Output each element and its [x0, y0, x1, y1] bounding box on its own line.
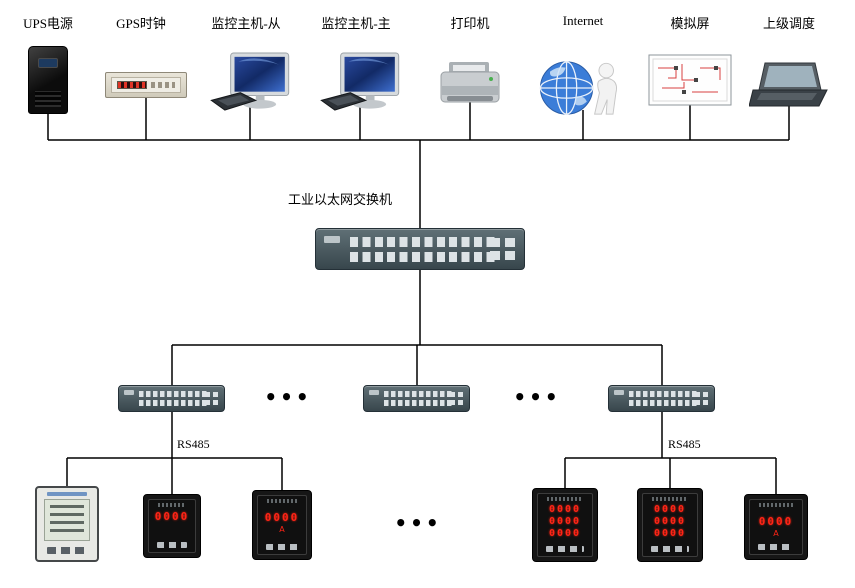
- meter-buttons: [47, 547, 87, 554]
- switch-uplink-ports: [205, 392, 219, 407]
- workstation-master-icon: [319, 52, 401, 112]
- device-label-mimic: 模拟屏: [670, 16, 710, 31]
- gps-front-panel: [111, 77, 181, 93]
- switch-uplink-ports: [695, 392, 709, 407]
- meter-unit: A: [279, 525, 285, 534]
- switch-ports: [629, 391, 697, 407]
- meter-display-value: 0000: [548, 528, 582, 539]
- laptop-icon: [749, 62, 829, 110]
- meter-buttons: [266, 544, 298, 550]
- rs485-label-right: RS485: [668, 437, 701, 451]
- meter-face: 0000 A: [257, 495, 307, 555]
- meter-brand-strip: [547, 497, 583, 501]
- main-ethernet-switch: [315, 228, 525, 270]
- workstation-slave-icon: [209, 52, 291, 112]
- device-label-host-slave: 监控主机-从: [211, 16, 281, 31]
- meter-face: 0000 A: [749, 499, 803, 555]
- meter-lcd-screen: [44, 499, 90, 541]
- internet-globe-icon: [537, 58, 629, 118]
- meter-brand-strip: [47, 492, 87, 496]
- power-meter-lcd: [35, 486, 99, 562]
- meter-display-value: 0000: [548, 504, 582, 515]
- more-switches-ellipsis-right: •••: [513, 385, 561, 409]
- meter-face: 0000 0000 0000: [642, 493, 698, 557]
- power-meter-led: 0000: [143, 494, 201, 558]
- meter-display-value: 0000: [653, 528, 687, 539]
- main-switch-label: 工业以太网交换机: [288, 192, 393, 207]
- power-meter-led: 0000 A: [744, 494, 808, 560]
- gps-led-display: [117, 81, 147, 89]
- printer-icon: [439, 60, 501, 110]
- device-label-dispatch: 上级调度: [762, 16, 816, 31]
- switch-logo: [124, 390, 134, 395]
- meter-buttons: [546, 546, 584, 552]
- meter-brand-strip: [158, 503, 186, 507]
- meter-face: 0000 0000 0000: [537, 493, 593, 557]
- device-label-host-master: 监控主机-主: [321, 16, 391, 31]
- meter-brand-strip: [652, 497, 688, 501]
- sub-switch-center: [363, 385, 470, 412]
- switch-uplink-ports: [450, 392, 464, 407]
- meter-buttons: [157, 542, 187, 548]
- meter-buttons: [758, 544, 794, 550]
- meter-display-value: 0000: [758, 515, 794, 528]
- switch-uplink-ports: [490, 238, 516, 262]
- device-label-ups: UPS电源: [23, 16, 73, 31]
- switch-ports: [384, 391, 452, 407]
- meter-unit: A: [773, 529, 779, 538]
- mimic-panel-icon: [648, 54, 732, 106]
- sub-switch-right: [608, 385, 715, 412]
- more-meters-ellipsis: •••: [394, 511, 442, 535]
- device-label-internet: Internet: [562, 13, 604, 28]
- meter-face: 0000: [148, 499, 196, 553]
- meter-display-value: 0000: [548, 516, 582, 527]
- switch-ports: [350, 237, 498, 263]
- gps-clock-icon: [105, 72, 187, 98]
- meter-brand-strip: [267, 499, 297, 503]
- power-meter-led: 0000 A: [252, 490, 312, 560]
- meter-brand-strip: [759, 503, 793, 507]
- ups-display: [38, 58, 58, 68]
- sub-switch-left: [118, 385, 225, 412]
- device-label-gps: GPS时钟: [116, 16, 166, 31]
- gps-buttons: [151, 82, 175, 88]
- meter-buttons: [651, 546, 689, 552]
- lcd-segments: [50, 505, 84, 535]
- device-label-printer: 打印机: [450, 16, 490, 31]
- rs485-label-left: RS485: [177, 437, 210, 451]
- switch-logo: [324, 236, 340, 243]
- meter-display-value: 0000: [653, 504, 687, 515]
- meter-display-value: 0000: [264, 511, 300, 524]
- power-meter-led: 0000 0000 0000: [532, 488, 598, 562]
- meter-display-value: 0000: [154, 510, 190, 523]
- more-switches-ellipsis-left: •••: [264, 385, 312, 409]
- meter-display-value: 0000: [653, 516, 687, 527]
- switch-logo: [614, 390, 624, 395]
- power-meter-led: 0000 0000 0000: [637, 488, 703, 562]
- ups-device-icon: [28, 46, 68, 114]
- ups-vents: [35, 91, 61, 107]
- switch-logo: [369, 390, 379, 395]
- switch-ports: [139, 391, 207, 407]
